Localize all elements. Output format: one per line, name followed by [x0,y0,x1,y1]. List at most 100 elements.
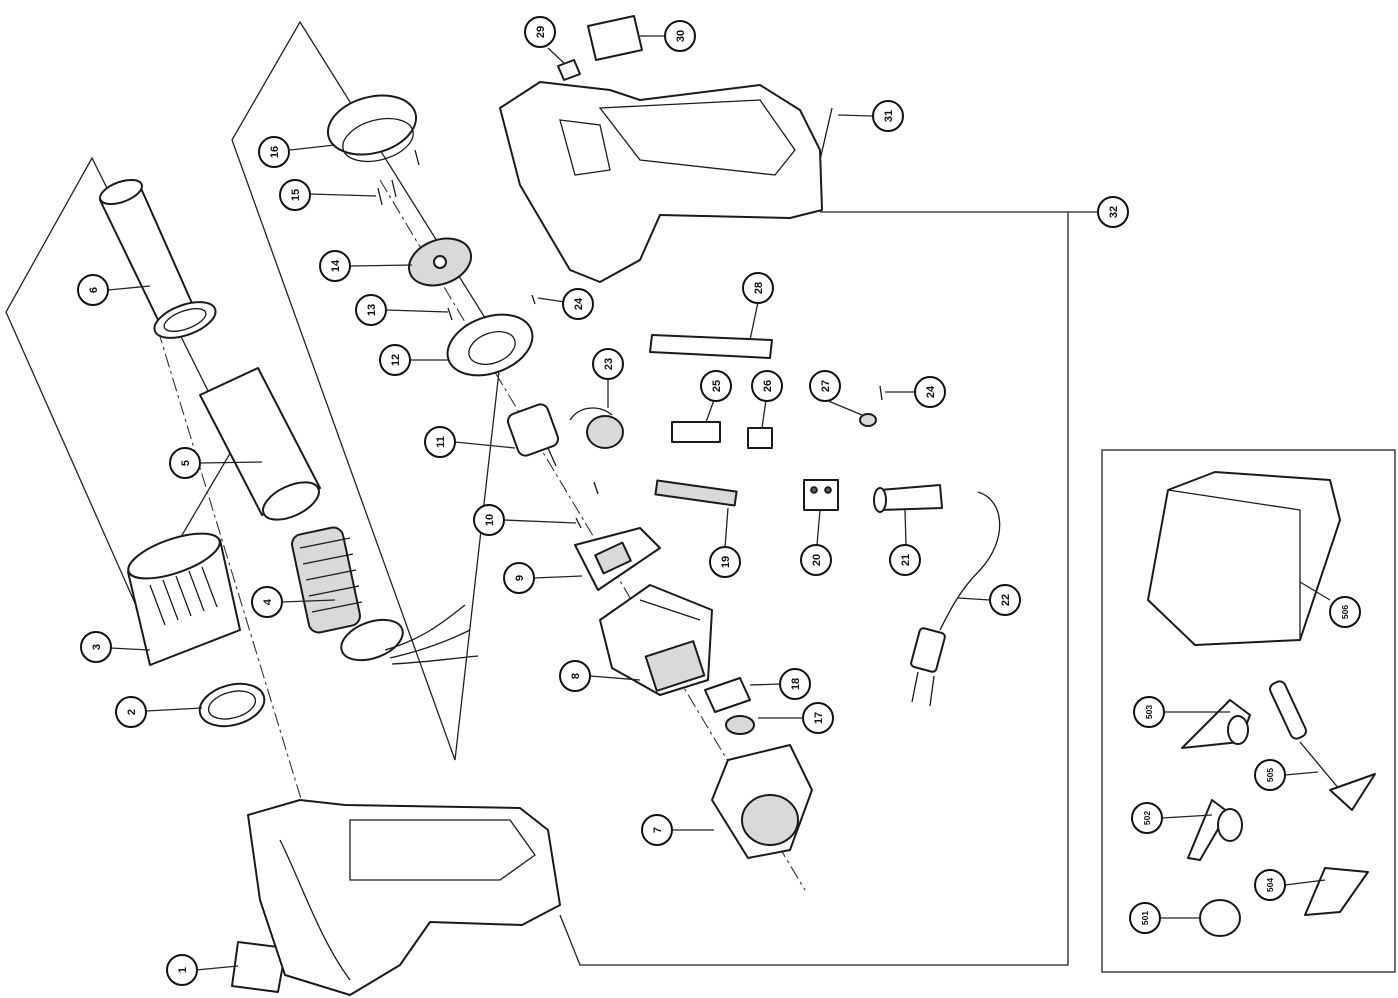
svg-text:8: 8 [570,673,582,679]
part-21-strain-relief [873,484,943,513]
callout-28: 28 [742,272,774,304]
callout-25: 25 [700,370,732,402]
svg-text:4: 4 [262,598,274,605]
callout-503: 503 [1133,696,1165,728]
part-8-rear-housing [599,584,713,696]
part-12-motor-bracket [446,313,534,377]
svg-text:11: 11 [435,436,447,448]
part-16-fan-housing [326,94,418,163]
svg-text:26: 26 [762,380,774,392]
part-19-switch [654,479,738,507]
svg-text:1: 1 [177,967,189,973]
callout-19: 19 [709,546,741,578]
part-4-heating-element [291,526,479,665]
svg-text:30: 30 [675,30,687,42]
main-housing-left [247,799,561,996]
callout-17: 17 [802,702,834,734]
svg-text:12: 12 [390,354,402,366]
part-506-carry-case [1147,471,1341,646]
svg-text:20: 20 [811,554,823,566]
callout-20: 20 [800,544,832,576]
part-14-fan-impeller [408,237,472,287]
part-504-nozzle [1304,867,1369,916]
svg-text:505: 505 [1265,768,1275,782]
callout-6: 6 [77,274,109,306]
svg-text:24: 24 [573,297,585,310]
svg-text:504: 504 [1265,878,1275,892]
callout-14: 14 [319,250,351,282]
part-505-scraper [1269,680,1376,811]
svg-text:17: 17 [813,712,825,724]
svg-text:28: 28 [753,282,765,294]
svg-text:29: 29 [535,26,547,38]
callout-4: 4 [251,586,283,618]
callout-24-upper: 24 [562,288,594,320]
part-18-switch-plate [704,677,751,713]
svg-text:3: 3 [91,644,103,650]
part-10-screw [575,481,599,529]
part-26-block [747,427,773,449]
callout-2: 2 [115,696,147,728]
callout-23: 23 [592,348,624,380]
callout-27: 27 [809,370,841,402]
callout-22: 22 [989,584,1021,616]
callout-5: 5 [169,447,201,479]
svg-text:2: 2 [126,709,138,715]
callout-505: 505 [1254,759,1286,791]
svg-text:506: 506 [1340,605,1350,619]
callout-16: 16 [258,136,290,168]
svg-text:7: 7 [652,827,664,833]
svg-text:21: 21 [900,554,912,566]
part-24-screws [531,294,883,401]
callout-9: 9 [503,562,535,594]
part-31-screw [819,107,833,161]
svg-text:503: 503 [1144,705,1154,719]
part-13-screw [447,307,453,321]
part-3-nozzle-sleeve [127,532,241,666]
svg-text:19: 19 [720,556,732,568]
part-502-nozzle [1187,799,1243,861]
part-17-knob [725,715,755,735]
callout-18: 18 [779,668,811,700]
svg-text:27: 27 [820,380,832,392]
part-30-label [587,15,643,61]
part-2-ring [198,682,266,728]
svg-text:13: 13 [366,304,378,316]
part-23-cord-clamp [569,407,624,449]
part-25-block [671,421,721,443]
svg-text:16: 16 [269,146,281,158]
callout-21: 21 [889,544,921,576]
svg-text:15: 15 [290,189,302,201]
main-housing-right [499,81,823,283]
callout-29: 29 [524,16,556,48]
svg-text:10: 10 [484,514,496,526]
callout-11: 11 [424,426,456,458]
callout-504: 504 [1254,869,1286,901]
part-7-rear-cap [711,744,813,859]
part-28-label [649,334,773,359]
svg-text:5: 5 [180,460,192,466]
callout-13: 13 [355,294,387,326]
svg-text:22: 22 [1000,594,1012,606]
part-22-power-cord [910,491,1001,707]
part-501-nozzle [1199,899,1241,937]
callout-3: 3 [80,631,112,663]
callout-15: 15 [279,179,311,211]
callout-12: 12 [379,344,411,376]
callout-502: 502 [1131,802,1163,834]
part-15-screws [377,149,420,206]
callout-7: 7 [641,814,673,846]
callout-26: 26 [751,370,783,402]
part-11-motor [506,403,560,467]
part-1-label-plate [231,941,287,993]
svg-text:23: 23 [603,358,615,370]
callout-30: 30 [664,20,696,52]
leader-lines [107,35,1331,971]
part-29-label [557,59,581,81]
callout-31: 31 [872,100,904,132]
part-9-control-board [574,527,661,591]
svg-text:502: 502 [1142,811,1152,825]
callout-8: 8 [559,660,591,692]
callout-501: 501 [1129,902,1161,934]
callout-506: 506 [1329,596,1361,628]
